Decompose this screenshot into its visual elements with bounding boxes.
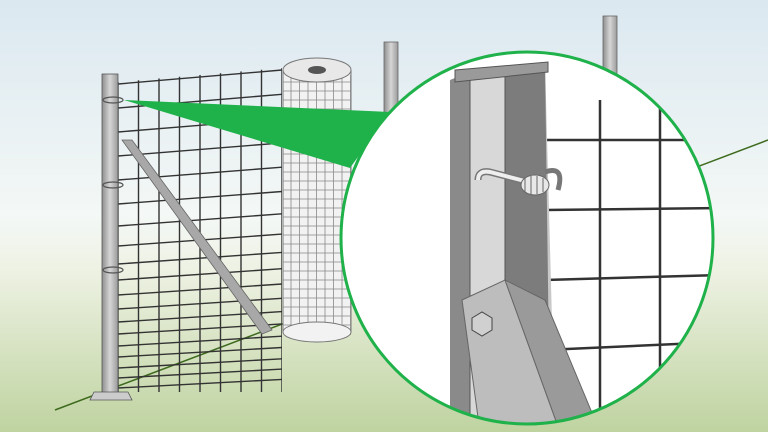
mesh-wire-horizontal	[118, 166, 282, 181]
corner-post	[89, 73, 133, 401]
detail-callout	[339, 50, 715, 426]
detail-mesh-horizontal	[544, 206, 713, 212]
mesh-wire-horizontal	[118, 213, 282, 227]
far-post-right	[602, 15, 618, 77]
detail-mesh-horizontal	[544, 273, 713, 282]
mesh-wire-horizontal	[118, 142, 282, 157]
mesh-wire-horizontal	[118, 335, 282, 347]
mesh-roll	[282, 57, 352, 343]
mesh-wire-horizontal	[118, 358, 282, 369]
mesh-wire-horizontal	[118, 346, 282, 358]
mesh-wire-horizontal	[118, 283, 282, 296]
mesh-wire-horizontal	[118, 69, 282, 85]
mesh-wire-horizontal	[118, 268, 282, 281]
bolt-icon	[471, 311, 493, 337]
mesh-wire-horizontal	[118, 378, 282, 389]
callout-pointer	[124, 100, 390, 168]
diagonal-brace	[121, 139, 273, 335]
mesh-wire-horizontal	[118, 297, 282, 310]
mesh-wire-horizontal	[118, 323, 282, 335]
mesh-wire-horizontal	[118, 368, 282, 379]
mesh-wire-horizontal	[118, 251, 282, 265]
mesh-wire-horizontal	[118, 190, 282, 205]
